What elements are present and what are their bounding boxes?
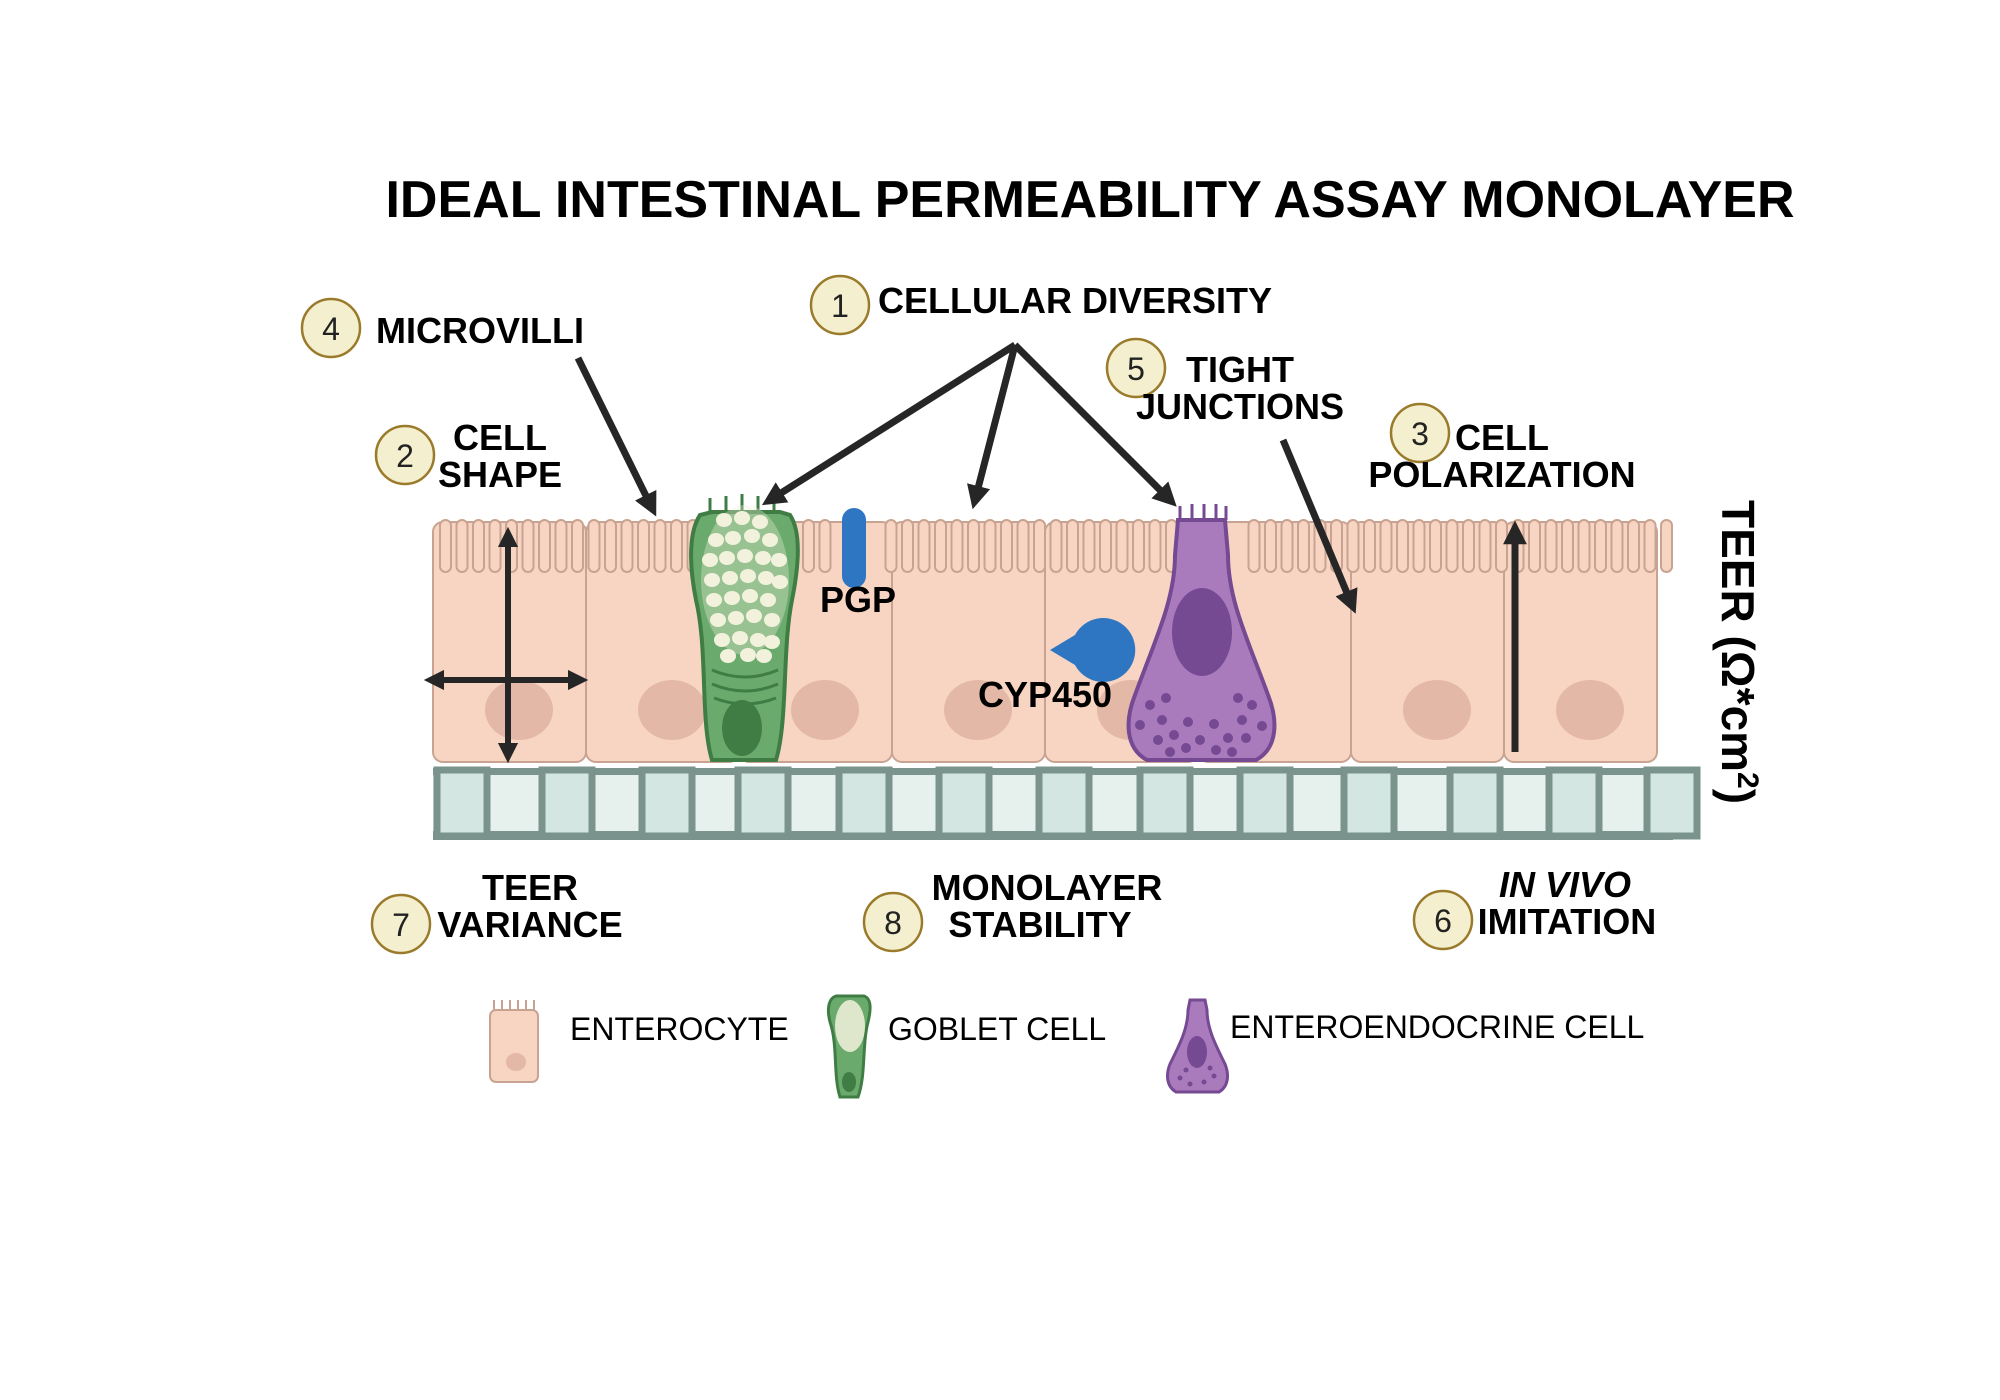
- membrane-pore: [1446, 766, 1504, 840]
- feature-5-tight-junctions: 5 TIGHT JUNCTIONS: [1105, 337, 1344, 427]
- microvilli-arrow: [574, 356, 657, 517]
- svg-text:7: 7: [392, 907, 410, 943]
- svg-text:CELL: CELL: [453, 417, 547, 458]
- svg-text:4: 4: [322, 311, 340, 347]
- cyp450-enzyme: [1050, 618, 1136, 682]
- svg-text:CELL: CELL: [1455, 417, 1549, 458]
- enterocyte-cell: [1350, 521, 1505, 763]
- pgp-label: PGP: [820, 579, 896, 620]
- membrane-pore: [1136, 766, 1194, 840]
- feature-4-microvilli: 4 MICROVILLI: [300, 297, 584, 359]
- enteroendocrine-cell: [1126, 504, 1277, 762]
- svg-text:6: 6: [1434, 903, 1452, 939]
- feature-6-in-vivo-imitation: 6 IN VIVO IMITATION: [1412, 864, 1657, 951]
- svg-text:IMITATION: IMITATION: [1478, 901, 1657, 942]
- membrane-pore: [433, 766, 491, 840]
- svg-text:CELLULAR DIVERSITY: CELLULAR DIVERSITY: [878, 280, 1272, 321]
- goblet-cell: [689, 494, 800, 762]
- svg-text:8: 8: [884, 905, 902, 941]
- legend-label-goblet-cell: GOBLET CELL: [888, 1011, 1106, 1047]
- membrane-pore: [1643, 766, 1701, 840]
- diagram-title: IDEAL INTESTINAL PERMEABILITY ASSAY MONO…: [385, 171, 1794, 229]
- membrane-pore: [1340, 766, 1398, 840]
- cell-shape-arrows: [423, 526, 589, 764]
- transwell-membrane: [433, 766, 1701, 840]
- cyp450-label: CYP450: [978, 674, 1112, 715]
- membrane-pore: [538, 766, 596, 840]
- svg-text:POLARIZATION: POLARIZATION: [1368, 454, 1635, 495]
- svg-text:2: 2: [396, 438, 414, 474]
- svg-text:VARIANCE: VARIANCE: [437, 904, 622, 945]
- goblet-cell-icon: [826, 994, 872, 1099]
- tight-junction-arrow: [1279, 438, 1358, 614]
- cellular-diversity-arrows: [761, 342, 1177, 510]
- svg-text:MONOLAYER: MONOLAYER: [932, 867, 1163, 908]
- pgp-transporter: [842, 508, 866, 588]
- feature-7-teer-variance: 7 TEER VARIANCE: [370, 867, 623, 955]
- svg-text:TEER: TEER: [482, 867, 578, 908]
- legend-label-enterocyte: ENTEROCYTE: [570, 1011, 789, 1047]
- membrane-pore: [1545, 766, 1603, 840]
- membrane-pore: [734, 766, 792, 840]
- microvilli-row: [439, 519, 1673, 573]
- legend: ENTEROCYTE GOBLET CELL ENTEROENDOCRINE C…: [489, 994, 1644, 1099]
- membrane-pore: [1236, 766, 1294, 840]
- svg-text:IN VIVO: IN VIVO: [1499, 864, 1631, 905]
- feature-3-cell-polarization: 3 CELL POLARIZATION: [1368, 402, 1636, 495]
- enteroendocrine-cell-icon: [1166, 998, 1229, 1094]
- teer-axis-label: TEER (Ω*cm2): [1712, 500, 1764, 804]
- feature-8-monolayer-stability: 8 MONOLAYER STABILITY: [862, 867, 1163, 953]
- legend-label-enteroendocrine-cell: ENTEROENDOCRINE CELL: [1230, 1009, 1644, 1045]
- membrane-pore: [1035, 766, 1093, 840]
- svg-text:3: 3: [1411, 416, 1429, 452]
- enterocyte-icon: [489, 1000, 539, 1083]
- svg-text:SHAPE: SHAPE: [438, 454, 562, 495]
- feature-1-cellular-diversity: 1 CELLULAR DIVERSITY: [809, 274, 1272, 336]
- membrane-pore: [935, 766, 993, 840]
- svg-text:STABILITY: STABILITY: [948, 904, 1131, 945]
- svg-text:JUNCTIONS: JUNCTIONS: [1136, 386, 1344, 427]
- membrane-pore: [638, 766, 696, 840]
- feature-2-cell-shape: 2 CELL SHAPE: [374, 417, 562, 495]
- cell-layer: PGP CYP450: [432, 494, 1673, 763]
- membrane-pore: [835, 766, 893, 840]
- svg-text:MICROVILLI: MICROVILLI: [376, 310, 584, 351]
- svg-text:TIGHT: TIGHT: [1186, 349, 1294, 390]
- svg-text:1: 1: [831, 288, 849, 324]
- svg-text:5: 5: [1127, 351, 1145, 387]
